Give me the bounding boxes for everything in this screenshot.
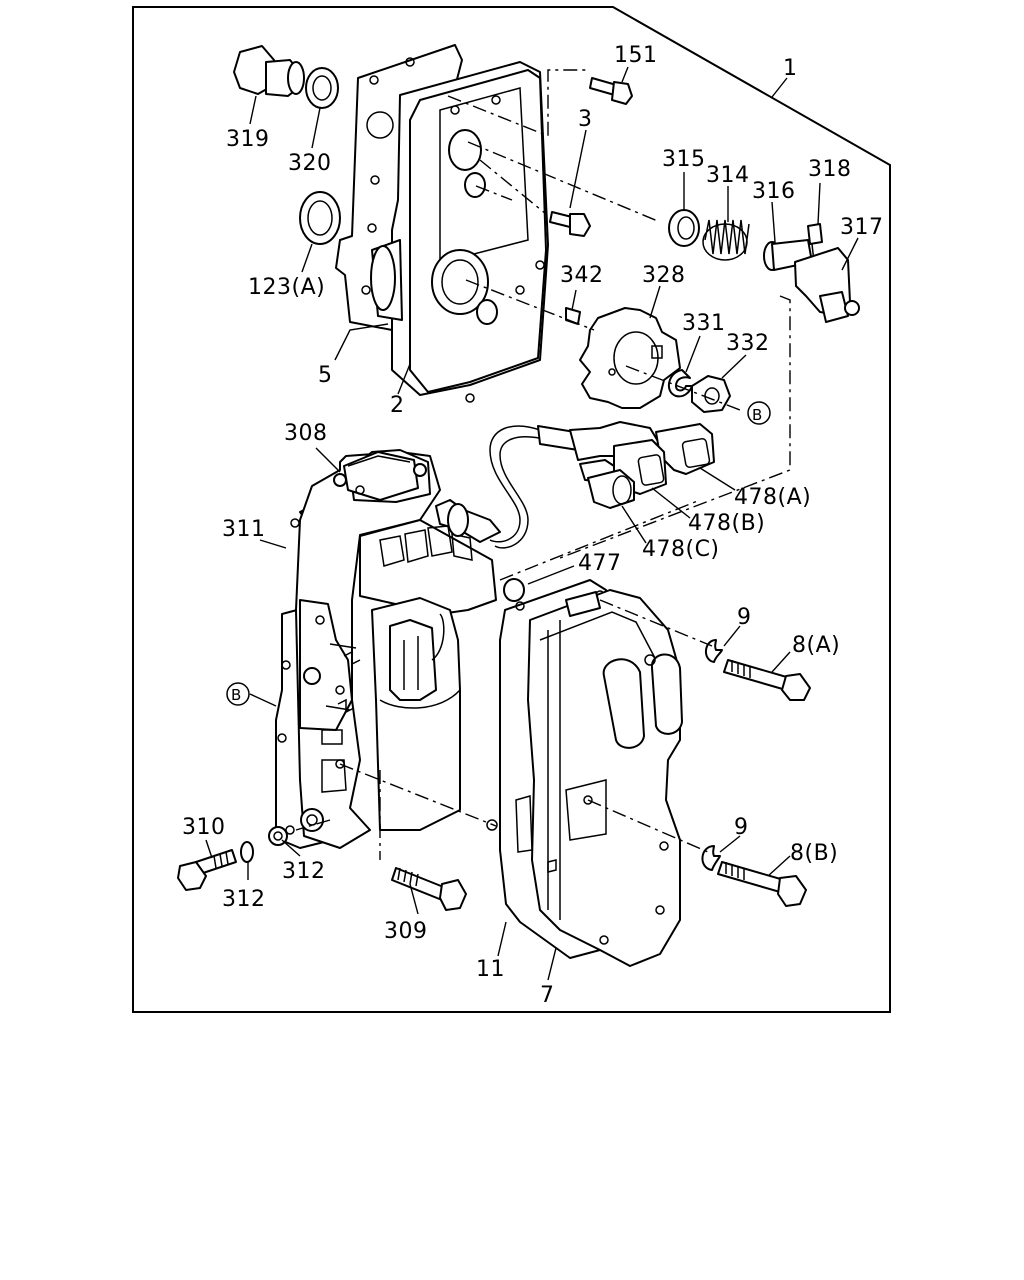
diagram-frame bbox=[132, 6, 891, 1013]
bolt-8b bbox=[717, 861, 807, 907]
sensor-308 bbox=[333, 451, 427, 501]
bolt-8a bbox=[723, 659, 811, 701]
label-310: 310 bbox=[182, 815, 226, 840]
label-315: 315 bbox=[662, 147, 706, 172]
label-342: 342 bbox=[560, 263, 604, 288]
label-b-2: B bbox=[231, 686, 242, 704]
label-314: 314 bbox=[706, 163, 750, 188]
plug-319 bbox=[233, 45, 305, 97]
washer-9a bbox=[705, 639, 723, 663]
label-308: 308 bbox=[284, 421, 328, 446]
seal-123a bbox=[299, 191, 341, 245]
label-331: 331 bbox=[682, 311, 726, 336]
label-312b: 312 bbox=[282, 859, 326, 884]
bracket-317 bbox=[794, 247, 860, 323]
ring-320 bbox=[305, 67, 339, 109]
leader-lines bbox=[205, 66, 859, 981]
label-8a: 8(A) bbox=[792, 633, 840, 658]
label-7: 7 bbox=[540, 983, 555, 1008]
label-309: 309 bbox=[384, 919, 428, 944]
label-318: 318 bbox=[808, 157, 852, 182]
housing-2 bbox=[370, 61, 549, 403]
label-478c: 478(C) bbox=[642, 537, 720, 562]
label-9b: 9 bbox=[734, 815, 749, 840]
ring-315 bbox=[668, 209, 700, 247]
nut-332 bbox=[691, 375, 731, 413]
label-332: 332 bbox=[726, 331, 770, 356]
label-3: 3 bbox=[578, 107, 593, 132]
label-311: 311 bbox=[222, 517, 266, 542]
label-477: 477 bbox=[578, 551, 622, 576]
label-478a: 478(A) bbox=[734, 485, 811, 510]
spring-314 bbox=[702, 219, 750, 261]
rotor-328 bbox=[579, 307, 681, 409]
actuator-body bbox=[295, 449, 501, 849]
bolt-310 bbox=[177, 849, 237, 891]
label-317: 317 bbox=[840, 215, 884, 240]
bolt-309 bbox=[391, 867, 467, 911]
sleeve-477 bbox=[503, 578, 525, 602]
label-5: 5 bbox=[318, 363, 333, 388]
label-8b: 8(B) bbox=[790, 841, 838, 866]
label-320: 320 bbox=[288, 151, 332, 176]
cover-7 bbox=[515, 589, 683, 967]
label-9a: 9 bbox=[737, 605, 752, 630]
bolt-151 bbox=[589, 77, 633, 105]
assembly-lines bbox=[295, 69, 791, 860]
label-1: 1 bbox=[783, 56, 798, 81]
reference-b-circle-1 bbox=[747, 401, 771, 425]
washer-312a bbox=[240, 841, 254, 863]
bolt-3 bbox=[549, 211, 591, 237]
label-b-1: B bbox=[752, 406, 763, 424]
label-328: 328 bbox=[642, 263, 686, 288]
washer-9b bbox=[701, 845, 721, 871]
label-151: 151 bbox=[614, 43, 658, 68]
label-319: 319 bbox=[226, 127, 270, 152]
label-478b: 478(B) bbox=[688, 511, 765, 536]
callout-labels: 1 151 3 319 320 123(A) 5 2 315 314 316 3… bbox=[182, 43, 884, 1008]
connector-478c bbox=[587, 469, 635, 509]
label-11: 11 bbox=[476, 957, 505, 982]
reference-b-circle-2 bbox=[226, 682, 250, 706]
label-316: 316 bbox=[752, 179, 796, 204]
label-123a: 123(A) bbox=[248, 275, 325, 300]
label-312a: 312 bbox=[222, 887, 266, 912]
label-2: 2 bbox=[390, 393, 405, 418]
